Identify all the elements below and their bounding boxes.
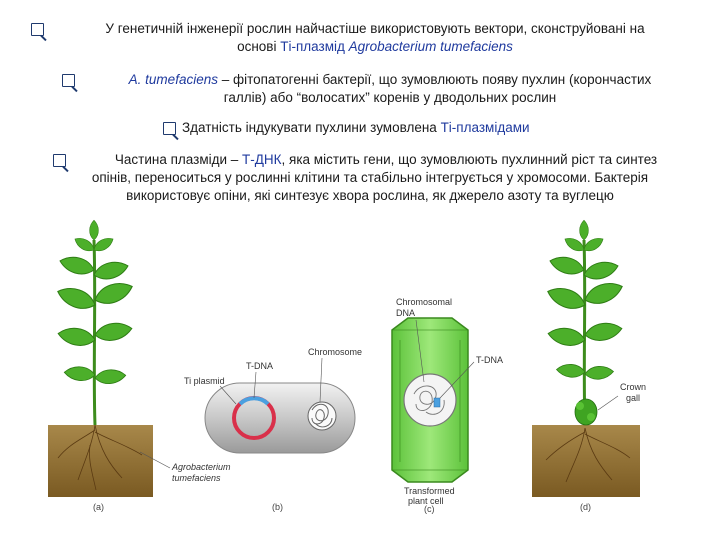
transformed-label-2: plant cell	[408, 496, 444, 506]
ti-plasmid-highlight: Ті-плазмід	[280, 39, 349, 54]
tdna-label-b: T-DNA	[246, 361, 273, 371]
panel-label-c: (c)	[424, 504, 435, 514]
tdna-label-c: T-DNA	[476, 355, 503, 365]
a-tumefaciens-name: A. tumefaciens	[128, 72, 218, 87]
crown-gall-label-1: Crown	[620, 382, 646, 392]
panel-label-d: (d)	[580, 502, 591, 512]
bullet-3: Здатність індукувати пухлини зумовлена Т…	[182, 119, 602, 137]
bullet-4-line-3: використовує опіни, які синтезує хвора р…	[126, 188, 614, 203]
roots-d	[545, 427, 631, 483]
bullet-2-line-2: галлів) або “волосатих” коренів у дводол…	[223, 90, 557, 105]
bullet-checkbox-icon	[163, 122, 176, 135]
panel-label-a: (a)	[93, 502, 104, 512]
bullet-1-text: основі	[237, 39, 281, 54]
bullet-checkbox-icon	[62, 74, 75, 87]
bullet-4-line-2: опінів, переноситься у рослинні клітини …	[91, 170, 649, 185]
bullet-2-text: – фітопатогенні бактерії, що зумовлюють …	[217, 72, 652, 87]
transformed-label-1: Transformed	[404, 486, 455, 496]
ti-plasmids-highlight: Ті-плазмідами	[440, 120, 530, 135]
cell-nucleus	[403, 373, 457, 427]
panel-label-b: (b)	[272, 502, 283, 512]
bullet-checkbox-icon	[53, 154, 66, 167]
bullet-1-line-1: У генетичній інженерії рослин найчастіше…	[105, 21, 645, 36]
ti-plasmid-label: Ti plasmid	[184, 376, 225, 386]
crown-gall	[574, 398, 598, 426]
bullet-checkbox-icon	[31, 23, 44, 36]
bullet-2: A. tumefaciens – фітопатогенні бактерії,…	[80, 71, 700, 107]
bullet-4: Частина плазміди – Т-ДНК, яка містить ге…	[30, 151, 710, 205]
chromosomal-dna-label-2: DNA	[396, 308, 415, 318]
chromosomal-dna-label-1: Chromosomal	[396, 297, 452, 307]
bullet-1: У генетичній інженерії рослин найчастіше…	[50, 20, 700, 56]
bullet-3-text: Здатність індукувати пухлини зумовлена	[182, 120, 441, 135]
agro-label-1: Agrobacterium	[171, 462, 231, 472]
integrated-tdna	[433, 397, 441, 408]
panel-b-bacterium: Ti plasmid T-DNA Chromosome (b)	[184, 347, 362, 512]
t-dna-highlight: Т-ДНК	[242, 152, 282, 167]
bullet-4-text-cont: , яка містить гени, що зумовлюють пухлин…	[281, 152, 658, 167]
agrobacterium-name: Agrobacterium tumefaciens	[348, 39, 513, 54]
bullet-4-text: Частина плазміди –	[114, 152, 243, 167]
chromosome-coil	[307, 401, 337, 431]
panel-a-plant: Agrobacterium tumefaciens (a)	[48, 219, 231, 512]
soil-block-d	[532, 425, 640, 497]
soil-block-a	[48, 425, 153, 497]
crown-gall-label-2: gall	[626, 393, 640, 403]
chromosome-label: Chromosome	[308, 347, 362, 357]
panel-c-cell: Chromosomal DNA T-DNA Transformed plant …	[391, 297, 503, 514]
roots-a	[57, 424, 143, 491]
agro-label-2: tumefaciens	[172, 473, 221, 483]
panel-d-plant: Crown gall (d)	[532, 219, 646, 512]
